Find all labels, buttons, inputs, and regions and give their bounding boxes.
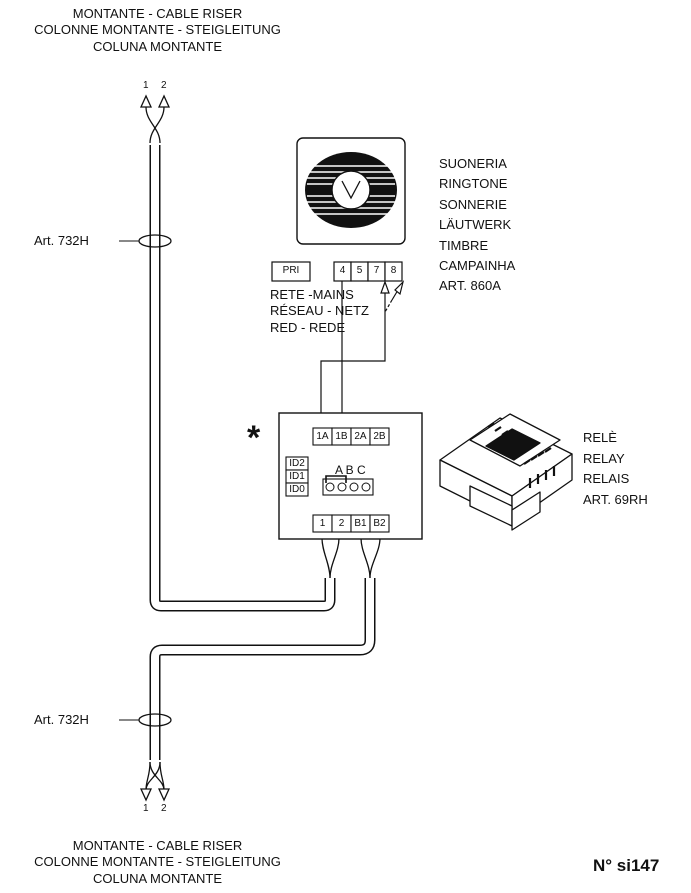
ringtone-line1: SUONERIA: [439, 156, 507, 171]
id0-label: ID0: [289, 484, 305, 495]
jumper-labels: A B C: [335, 463, 366, 477]
relay-label: RELÈ RELAY RELAIS ART. 69RH: [583, 428, 648, 510]
cable-label-bottom: Art. 732H: [34, 712, 89, 727]
terminal-1b: 1B: [335, 431, 348, 442]
terminal-2: 2: [338, 518, 345, 529]
riser-bottom-label: MONTANTE - CABLE RISER COLONNE MONTANTE …: [0, 838, 315, 887]
terminal-1a: 1A: [316, 431, 329, 442]
conductor-top-1: 1: [143, 80, 149, 91]
riser-bottom-line1: MONTANTE - CABLE RISER: [72, 838, 243, 853]
pri-label: PRI: [282, 265, 300, 276]
cable-label-top: Art. 732H: [34, 233, 89, 248]
mains-line3: RED - REDE: [270, 319, 346, 335]
terminal-5: 5: [356, 265, 363, 276]
riser-top-line2: COLONNE MONTANTE - STEIGLEITUNG: [34, 22, 281, 38]
riser-top-label: MONTANTE - CABLE RISER COLONNE MONTANTE …: [0, 6, 315, 55]
terminal-2b: 2B: [373, 431, 386, 442]
riser-top-line3: COLUNA MONTANTE: [92, 38, 223, 54]
terminal-b1: B1: [354, 518, 367, 529]
relay-device-drawing: [439, 413, 573, 531]
ringtone-line5: TIMBRE: [439, 237, 489, 253]
riser-top-line1: MONTANTE - CABLE RISER: [72, 6, 243, 21]
riser-bottom-line3: COLUNA MONTANTE: [92, 870, 223, 886]
relay-line2: RELAY: [583, 450, 625, 466]
conductor-bottom-2: 2: [161, 803, 167, 814]
terminal-b2: B2: [373, 518, 386, 529]
relay-line1: RELÈ: [583, 430, 617, 445]
terminal-1: 1: [319, 518, 326, 529]
ringtone-line2: RINGTONE: [439, 176, 508, 192]
top-riser-arrows: [139, 94, 171, 144]
id2-label: ID2: [289, 458, 305, 469]
relay-line4: ART. 69RH: [583, 491, 648, 507]
drawing-code: N° si147: [593, 856, 660, 875]
ringtone-line6: CAMPAINHA: [439, 258, 516, 274]
ringtone-label: SUONERIA RINGTONE SONNERIE LÄUTWERK TIMB…: [439, 154, 515, 297]
ringtone-device: [296, 137, 406, 245]
star-marker: *: [247, 419, 261, 457]
conductor-top-2: 2: [161, 80, 167, 91]
terminal-2a: 2A: [354, 431, 367, 442]
relay-module: [278, 412, 423, 540]
ringtone-line3: SONNERIE: [439, 196, 507, 212]
ringtone-line7: ART. 860A: [439, 278, 501, 294]
mains-line2: RÉSEAU - NETZ: [270, 303, 369, 319]
terminal-7: 7: [373, 265, 380, 276]
terminal-8: 8: [390, 265, 397, 276]
conductor-bottom-1: 1: [143, 803, 149, 814]
id1-label: ID1: [289, 471, 305, 482]
pri-box: [271, 261, 311, 282]
mains-line1: RETE -MAINS: [270, 287, 354, 302]
ringtone-line4: LÄUTWERK: [439, 217, 512, 233]
relay-line3: RELAIS: [583, 471, 630, 486]
ringtone-wires: [320, 280, 405, 428]
bottom-riser-arrows: [139, 761, 171, 802]
terminal-4: 4: [339, 265, 346, 276]
ringtone-terminal-strip: [333, 261, 403, 282]
mains-label: RETE -MAINS RÉSEAU - NETZ RED - REDE: [270, 287, 369, 336]
riser-bottom-line2: COLONNE MONTANTE - STEIGLEITUNG: [34, 854, 281, 870]
